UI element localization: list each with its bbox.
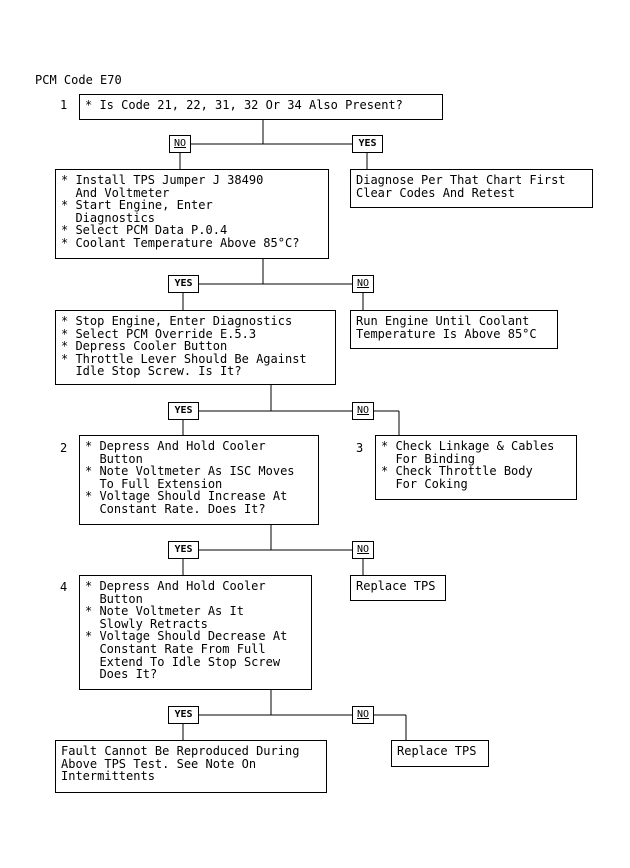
no-label: NO (169, 135, 191, 153)
yes-label: YES (168, 541, 199, 559)
instruction-box: * Check Linkage & Cables For Binding * C… (375, 435, 577, 500)
step-number: 3 (356, 441, 364, 455)
result-box: Replace TPS (391, 740, 489, 767)
question-box: * Is Code 21, 22, 31, 32 Or 34 Also Pres… (79, 94, 443, 120)
yes-label: YES (168, 706, 199, 724)
step-number: 4 (60, 580, 68, 594)
result-box: Run Engine Until Coolant Temperature Is … (350, 310, 558, 349)
instruction-box: * Depress And Hold Cooler Button * Note … (79, 575, 312, 690)
step-number: 2 (60, 441, 68, 455)
yes-label: YES (168, 402, 199, 420)
yes-label: YES (168, 275, 199, 293)
result-box: Diagnose Per That Chart First Clear Code… (350, 169, 593, 208)
step-number: 1 (60, 98, 68, 112)
yes-label: YES (352, 135, 383, 153)
no-label: NO (352, 275, 374, 293)
no-label: NO (352, 402, 374, 420)
instruction-box: * Install TPS Jumper J 38490 And Voltmet… (55, 169, 329, 259)
instruction-box: * Stop Engine, Enter Diagnostics * Selec… (55, 310, 336, 385)
no-label: NO (352, 706, 374, 724)
chart-header: PCM Code E70 (35, 73, 122, 87)
result-box: Fault Cannot Be Reproduced During Above … (55, 740, 327, 793)
instruction-box: * Depress And Hold Cooler Button * Note … (79, 435, 319, 525)
no-label: NO (352, 541, 374, 559)
result-box: Replace TPS (350, 575, 446, 601)
